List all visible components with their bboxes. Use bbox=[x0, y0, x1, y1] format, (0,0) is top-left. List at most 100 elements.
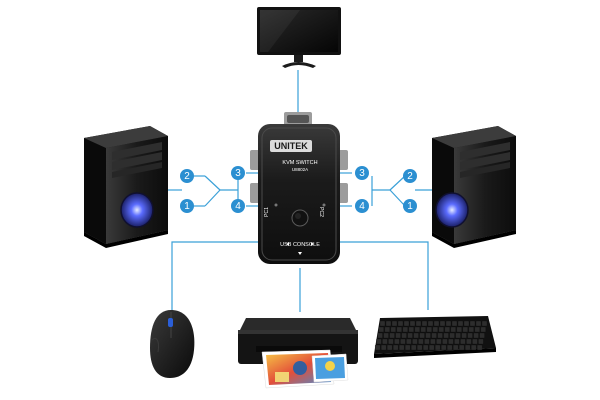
port-badge: 4 bbox=[231, 199, 245, 213]
kvm-pc1-led bbox=[274, 203, 278, 207]
keyboard-key bbox=[431, 332, 437, 339]
keyboard-key bbox=[444, 326, 450, 333]
keyboard-key bbox=[451, 320, 458, 327]
keyboard-key bbox=[447, 344, 453, 351]
keyboard-key bbox=[478, 338, 484, 345]
svg-text:2: 2 bbox=[184, 171, 190, 182]
right-pc-bracket bbox=[340, 172, 432, 207]
svg-text:3: 3 bbox=[235, 168, 241, 179]
keyboard-key bbox=[399, 344, 405, 351]
keyboard-key bbox=[463, 320, 470, 327]
keyboard-key bbox=[442, 338, 448, 345]
keyboard-key bbox=[381, 344, 387, 351]
keyboard-key bbox=[466, 338, 472, 345]
left-pc-fan-icon bbox=[121, 193, 153, 227]
keyboard-key bbox=[376, 338, 382, 345]
keyboard-key bbox=[420, 326, 426, 333]
svg-text:2: 2 bbox=[407, 171, 413, 182]
keyboard-key bbox=[397, 320, 404, 327]
port-badge: 1 bbox=[403, 199, 417, 213]
port-badge: 2 bbox=[403, 169, 417, 183]
keyboard-key bbox=[391, 320, 398, 327]
keyboard-key bbox=[427, 320, 434, 327]
keyboard-key bbox=[421, 320, 428, 327]
keyboard-key bbox=[438, 326, 444, 333]
monitor-icon bbox=[257, 7, 341, 68]
keyboard-key bbox=[393, 344, 399, 351]
keyboard-key bbox=[402, 326, 408, 333]
keyboard-key bbox=[406, 338, 412, 345]
keyboard-key bbox=[433, 320, 440, 327]
keyboard-key bbox=[439, 320, 446, 327]
keyboard-key bbox=[430, 338, 436, 345]
keyboard-key bbox=[469, 320, 476, 327]
keyboard-key bbox=[454, 338, 460, 345]
keyboard-key bbox=[460, 338, 466, 345]
keyboard-key bbox=[396, 326, 402, 333]
port-badge: 1 bbox=[180, 199, 194, 213]
keyboard-key bbox=[465, 344, 471, 351]
keyboard-key bbox=[423, 344, 429, 351]
keyboard-key bbox=[390, 326, 396, 333]
kvm-model-line1: KVM SWITCH bbox=[282, 160, 317, 166]
keyboard-key bbox=[407, 332, 413, 339]
keyboard-link-line bbox=[340, 241, 429, 310]
keyboard-key bbox=[436, 338, 442, 345]
keyboard-key bbox=[474, 326, 480, 333]
keyboard-key bbox=[415, 320, 422, 327]
keyboard-key bbox=[379, 320, 386, 327]
port-badge: 2 bbox=[180, 169, 194, 183]
keyboard-key bbox=[389, 332, 395, 339]
kvm-console-label: USB CONSOLE bbox=[280, 242, 320, 248]
keyboard-key bbox=[400, 338, 406, 345]
keyboard-key bbox=[429, 344, 435, 351]
kvm-pc2-label: PC2 bbox=[318, 207, 324, 217]
kvm-brand-text: UNITEK bbox=[274, 141, 308, 151]
keyboard-key bbox=[461, 332, 467, 339]
kvm-brand-badge bbox=[270, 140, 312, 152]
keyboard-icon bbox=[374, 316, 496, 358]
keyboard-key bbox=[387, 344, 393, 351]
keyboard-key bbox=[405, 344, 411, 351]
svg-text:4: 4 bbox=[235, 201, 241, 212]
keyboard-key bbox=[471, 344, 477, 351]
keyboard-key bbox=[477, 344, 483, 351]
connector-lines bbox=[168, 70, 432, 312]
keyboard-key bbox=[475, 320, 482, 327]
kvm-pc1-label: PC1 bbox=[264, 207, 270, 217]
left-pc-bracket bbox=[168, 172, 258, 207]
keyboard-key bbox=[481, 320, 488, 327]
keyboard-key bbox=[445, 320, 452, 327]
keyboard-key bbox=[411, 344, 417, 351]
mouse-link-line bbox=[171, 241, 258, 310]
port-badge: 3 bbox=[231, 166, 245, 180]
keyboard-key bbox=[382, 338, 388, 345]
keyboard-key bbox=[383, 332, 389, 339]
keyboard-key bbox=[413, 332, 419, 339]
keyboard-key bbox=[417, 344, 423, 351]
keyboard-key bbox=[375, 344, 381, 351]
keyboard-key bbox=[468, 326, 474, 333]
left-pc-tower bbox=[84, 126, 168, 248]
printed-photo-icon bbox=[311, 353, 349, 383]
keyboard-key bbox=[480, 326, 486, 333]
keyboard-key bbox=[377, 332, 383, 339]
keyboard-key bbox=[412, 338, 418, 345]
keyboard-key bbox=[385, 320, 392, 327]
printer-icon bbox=[238, 318, 358, 389]
keyboard-key bbox=[435, 344, 441, 351]
keyboard-key bbox=[462, 326, 468, 333]
svg-text:4: 4 bbox=[359, 201, 365, 212]
svg-text:3: 3 bbox=[359, 168, 365, 179]
right-pc-fan-icon bbox=[436, 193, 468, 227]
keyboard-key bbox=[408, 326, 414, 333]
svg-text:1: 1 bbox=[184, 201, 190, 212]
keyboard-key bbox=[395, 332, 401, 339]
keyboard-key bbox=[426, 326, 432, 333]
keyboard-key bbox=[425, 332, 431, 339]
kvm-switch-button[interactable] bbox=[291, 209, 309, 227]
right-port-badges: 3 4 2 1 bbox=[355, 166, 417, 213]
keyboard-key bbox=[401, 332, 407, 339]
port-badge: 3 bbox=[355, 166, 369, 180]
keyboard-key bbox=[394, 338, 400, 345]
